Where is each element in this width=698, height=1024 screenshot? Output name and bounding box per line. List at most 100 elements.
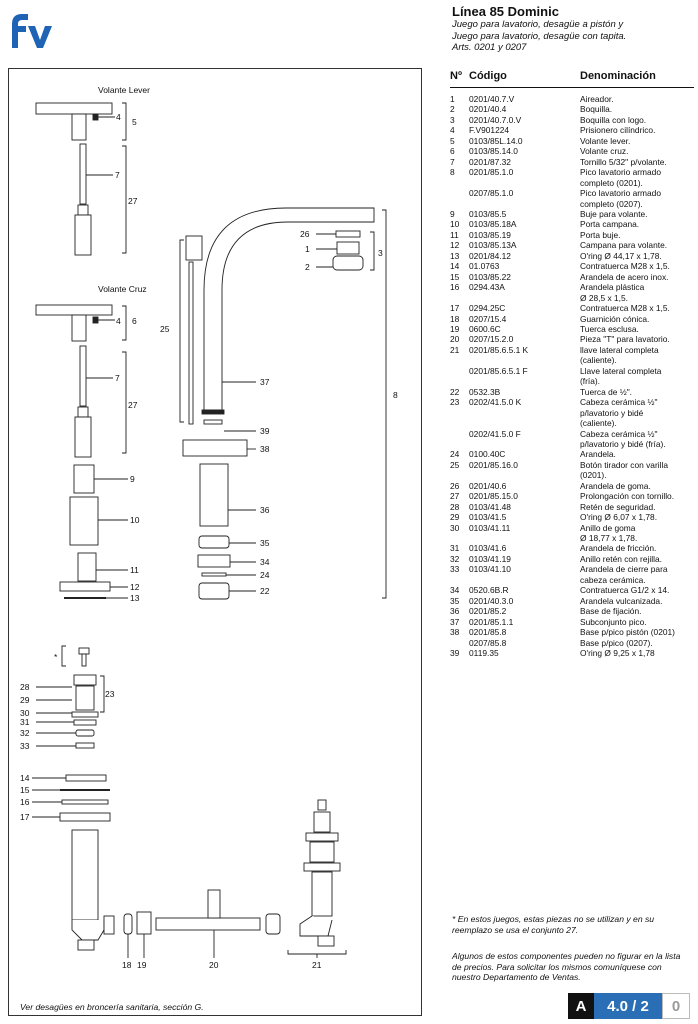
row-number [450,366,469,387]
row-code: 0103/85.22 [469,271,511,282]
row-description: Anillo retén con rejilla. [580,553,662,564]
row-number: 19 [450,323,460,334]
row-description: Arandela vulcanizada. [580,595,663,606]
row-number: 21 [450,344,460,355]
row-code: 0103/85.19 [469,229,511,240]
callout-23: 23 [105,689,115,699]
row-code: 0100.40C [469,449,506,460]
row-code: 0207/15.2.0 [469,334,514,345]
row-description: Prolongación con tornillo. [580,491,675,502]
row-number: 34 [450,585,460,596]
row-code: F.V901224 [469,125,510,136]
row-number: 32 [450,553,460,564]
callout-3: 3 [378,248,383,258]
row-number: 15 [450,271,460,282]
row-description: Boquilla. [580,104,613,115]
row-code: 0201/40.3.0 [469,595,514,606]
row-number: 33 [450,564,460,575]
row-description: Arandela de fricción. [580,543,657,554]
row-description: Contratuerca M28 x 1,5. [580,261,670,272]
row-description: Arandela de cierre para cabeza cerámica. [580,564,668,585]
callout-36: 36 [260,505,270,515]
row-number [450,188,469,209]
row-number: 18 [450,313,460,324]
callout-25: 25 [160,324,170,334]
row-description: Tuerca esclusa. [580,323,639,334]
callout-8: 8 [393,390,398,400]
page-indicator: A 4.0 / 2 0 [568,993,690,1019]
row-code: 0520.6B.R [469,585,509,596]
row-code: 0103/41.10 [469,564,511,575]
row-description: Volante lever. [580,135,631,146]
callout-11: 11 [130,565,139,575]
callout-39: 39 [260,426,270,436]
row-description: llave lateral completa (caliente). [580,344,659,366]
row-number: 30 [450,522,460,533]
callout-20: 20 [209,960,219,970]
row-code: 0103/85L.14.0 [469,135,523,146]
row-description: Arandela de acero inox. [580,271,669,282]
row-description: Base p/pico pistón (0201) Base p/pico (0… [580,627,675,648]
callout-26: 26 [300,229,310,239]
row-number: 17 [450,303,460,314]
callout-18: 18 [122,960,132,970]
row-number: 5 [450,135,455,146]
callout-1: 1 [305,244,310,254]
row-number: 35 [450,595,460,606]
row-code: 0201/40.7.V [469,94,515,104]
row-description: Pico lavatorio armado completo (0201). [580,167,661,188]
callout-38: 38 [260,444,270,454]
table-row: 33 0103/41.10 Arandela de cierre para cabe… [450,564,694,585]
row-number: 2 [450,104,455,115]
col-header-no: Nº [450,70,462,82]
row-number: 27 [450,491,460,502]
row-code: 0532.3B [469,386,501,397]
row-code: 0201/85.1.1 [469,616,514,627]
row-number: 29 [450,512,460,523]
callout-35: 35 [260,538,270,548]
row-code: 0207/15.4 [469,313,507,324]
row-description: O'ring Ø 6,07 x 1,78. [580,512,658,523]
row-code: 0119.35 [469,648,499,659]
bottom-note: Ver desagües en broncería sanitaria, sec… [20,1002,204,1012]
callout-14: 14 [20,773,30,783]
footnote-asterisk: * En estos juegos, estas piezas no se ut… [452,914,655,935]
row-description: Boquilla con logo. [580,114,647,125]
callout-13: 13 [130,593,140,603]
row-number: 23 [450,397,460,408]
row-code: 0294.25C [469,303,506,314]
row-description: Contratuerca M28 x 1,5. [580,303,670,314]
row-description: Llave lateral completa (fría). [580,365,662,387]
callout-19: 19 [137,960,147,970]
parts-table-header: Nº Código Denominación [450,68,694,88]
row-description: Arandela plástica Ø 28,5 x 1,5. [580,282,645,303]
row-description: Volante cruz. [580,146,629,157]
row-description: Arandela. [580,449,616,460]
table-row: 35 0201/40.3.0 Arandela vulcanizada. [450,596,694,606]
row-description: Tornillo 5/32" p/volante. [580,156,667,167]
row-description: O'ring Ø 9,25 x 1,78 [580,648,655,659]
label-lever: Volante Lever [98,85,150,95]
subtitle-line: Juego para lavatorio, desagüe con tapita… [452,30,627,42]
row-code: 0207/85.1.0 [469,188,514,199]
row-number: 36 [450,606,460,617]
row-code: 0103/85.18A [469,219,517,230]
row-number: 38 [450,627,460,638]
